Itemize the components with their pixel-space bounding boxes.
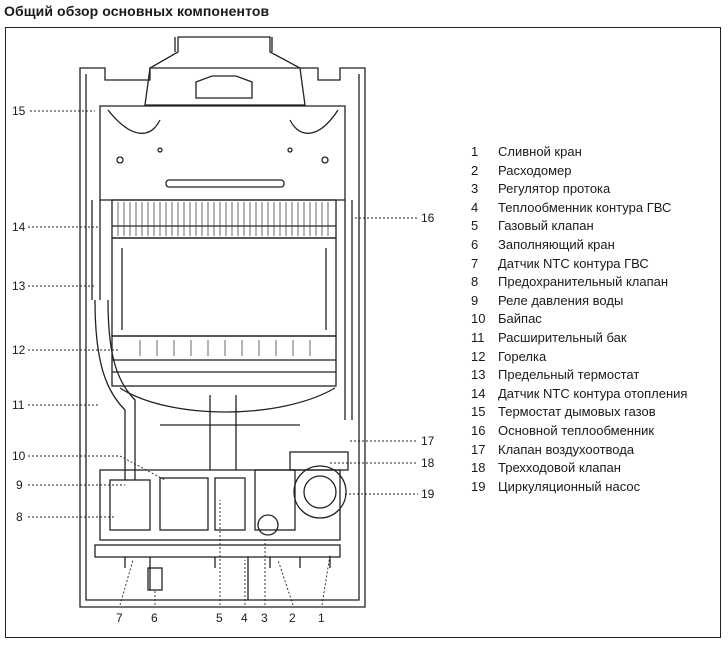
callout-14: 14 [12, 220, 26, 234]
legend-item: 1 Сливной кран [471, 143, 721, 162]
legend-label: Байпас [498, 311, 542, 327]
legend-item: 18 Трехходовой клапан [471, 459, 721, 478]
legend-label: Расширительный бак [498, 329, 627, 345]
legend-number: 9 [471, 292, 479, 308]
legend-label: Основной теплообменник [498, 422, 655, 438]
legend-item: 6 Заполняющий кран [471, 236, 721, 255]
legend-number: 13 [471, 367, 486, 383]
legend-item: 8 Предохранительный клапан [471, 273, 721, 292]
page-title: Общий обзор основных компонентов [4, 3, 270, 19]
callout-17: 17 [421, 434, 435, 448]
legend-number: 6 [471, 236, 479, 252]
legend-number: 4 [471, 199, 479, 215]
callout-2: 2 [289, 611, 296, 625]
legend-item: 12 Горелка [471, 348, 721, 367]
combustion-chamber-top [99, 105, 346, 201]
callout-9: 9 [16, 478, 23, 492]
legend-label: Теплообменник контура ГВС [498, 199, 672, 215]
callout-19: 19 [421, 487, 435, 501]
callout-13: 13 [12, 279, 26, 293]
legend-number: 19 [471, 478, 486, 494]
legend-number: 17 [471, 441, 486, 457]
legend-label: Термостат дымовых газов [498, 404, 656, 420]
callout-10: 10 [12, 449, 26, 463]
leader-lines [28, 110, 418, 606]
legend-number: 15 [471, 404, 486, 420]
legend-number: 14 [471, 385, 486, 401]
legend-item: 7 Датчик NTC контура ГВС [471, 255, 721, 274]
main-heat-exchanger [111, 199, 337, 239]
callout-7: 7 [116, 611, 123, 625]
callout-3: 3 [261, 611, 268, 625]
callout-18: 18 [421, 456, 435, 470]
legend-number: 3 [471, 181, 479, 197]
callout-11: 11 [12, 398, 25, 412]
legend-label: Предохранительный клапан [498, 274, 669, 290]
circulation-pump [293, 465, 347, 519]
legend-number: 1 [471, 144, 479, 159]
legend-number: 16 [471, 422, 486, 438]
legend-item: 10 Байпас [471, 310, 721, 329]
legend-label: Газовый клапан [498, 218, 594, 234]
legend-item: 5 Газовый клапан [471, 217, 721, 236]
legend-label: Реле давления воды [498, 292, 624, 308]
legend-item: 16 Основной теплообменник [471, 422, 721, 441]
legend-label: Сливной кран [498, 144, 582, 159]
flue-hood [144, 36, 306, 106]
legend-label: Датчик NTC контура отопления [498, 385, 688, 401]
legend-item: 4 Теплообменник контура ГВС [471, 199, 721, 218]
legend-item: 9 Реле давления воды [471, 292, 721, 311]
legend-item: 17 Клапан воздухоотвода [471, 441, 721, 460]
legend-label: Предельный термостат [498, 367, 640, 383]
legend-number: 12 [471, 348, 486, 364]
combustion-chamber [111, 237, 337, 337]
component-legend: 1 Сливной кран 2 Расходомер 3 Регулятор про… [471, 143, 721, 496]
legend-number: 8 [471, 274, 479, 290]
callout-4: 4 [241, 611, 248, 625]
callout-5: 5 [216, 611, 223, 625]
legend-number: 10 [471, 311, 486, 327]
legend-item: 19 Циркуляционный насос [471, 478, 721, 497]
legend-label: Регулятор протока [498, 181, 611, 197]
callout-8: 8 [16, 510, 23, 524]
burner [111, 335, 337, 387]
legend-number: 5 [471, 218, 479, 234]
legend-item: 3 Регулятор протока [471, 180, 721, 199]
callout-6: 6 [151, 611, 158, 625]
legend-number: 7 [471, 255, 479, 271]
legend-number: 18 [471, 460, 486, 476]
legend-number: 11 [471, 329, 485, 345]
fin-hatching [117, 202, 329, 356]
legend-label: Заполняющий кран [498, 236, 615, 252]
legend-label: Трехходовой клапан [498, 460, 621, 476]
callout-16: 16 [421, 211, 435, 225]
legend-label: Расходомер [498, 162, 572, 178]
callout-12: 12 [12, 343, 26, 357]
legend-item: 2 Расходомер [471, 162, 721, 181]
legend-item: 15 Термостат дымовых газов [471, 403, 721, 422]
expansion-tank [119, 387, 336, 413]
callout-1: 1 [318, 611, 325, 625]
legend-label: Горелка [498, 348, 547, 364]
callout-15: 15 [12, 104, 26, 118]
legend-item: 13 Предельный термостат [471, 366, 721, 385]
legend-label: Клапан воздухоотвода [498, 441, 635, 457]
boiler-casing [79, 67, 366, 608]
legend-label: Циркуляционный насос [498, 478, 641, 494]
legend-item: 11 Расширительный бак [471, 329, 721, 348]
figure-frame [5, 27, 721, 638]
legend-number: 2 [471, 162, 479, 178]
legend-item: 14 Датчик NTC контура отопления [471, 385, 721, 404]
legend-label: Датчик NTC контура ГВС [498, 255, 649, 271]
